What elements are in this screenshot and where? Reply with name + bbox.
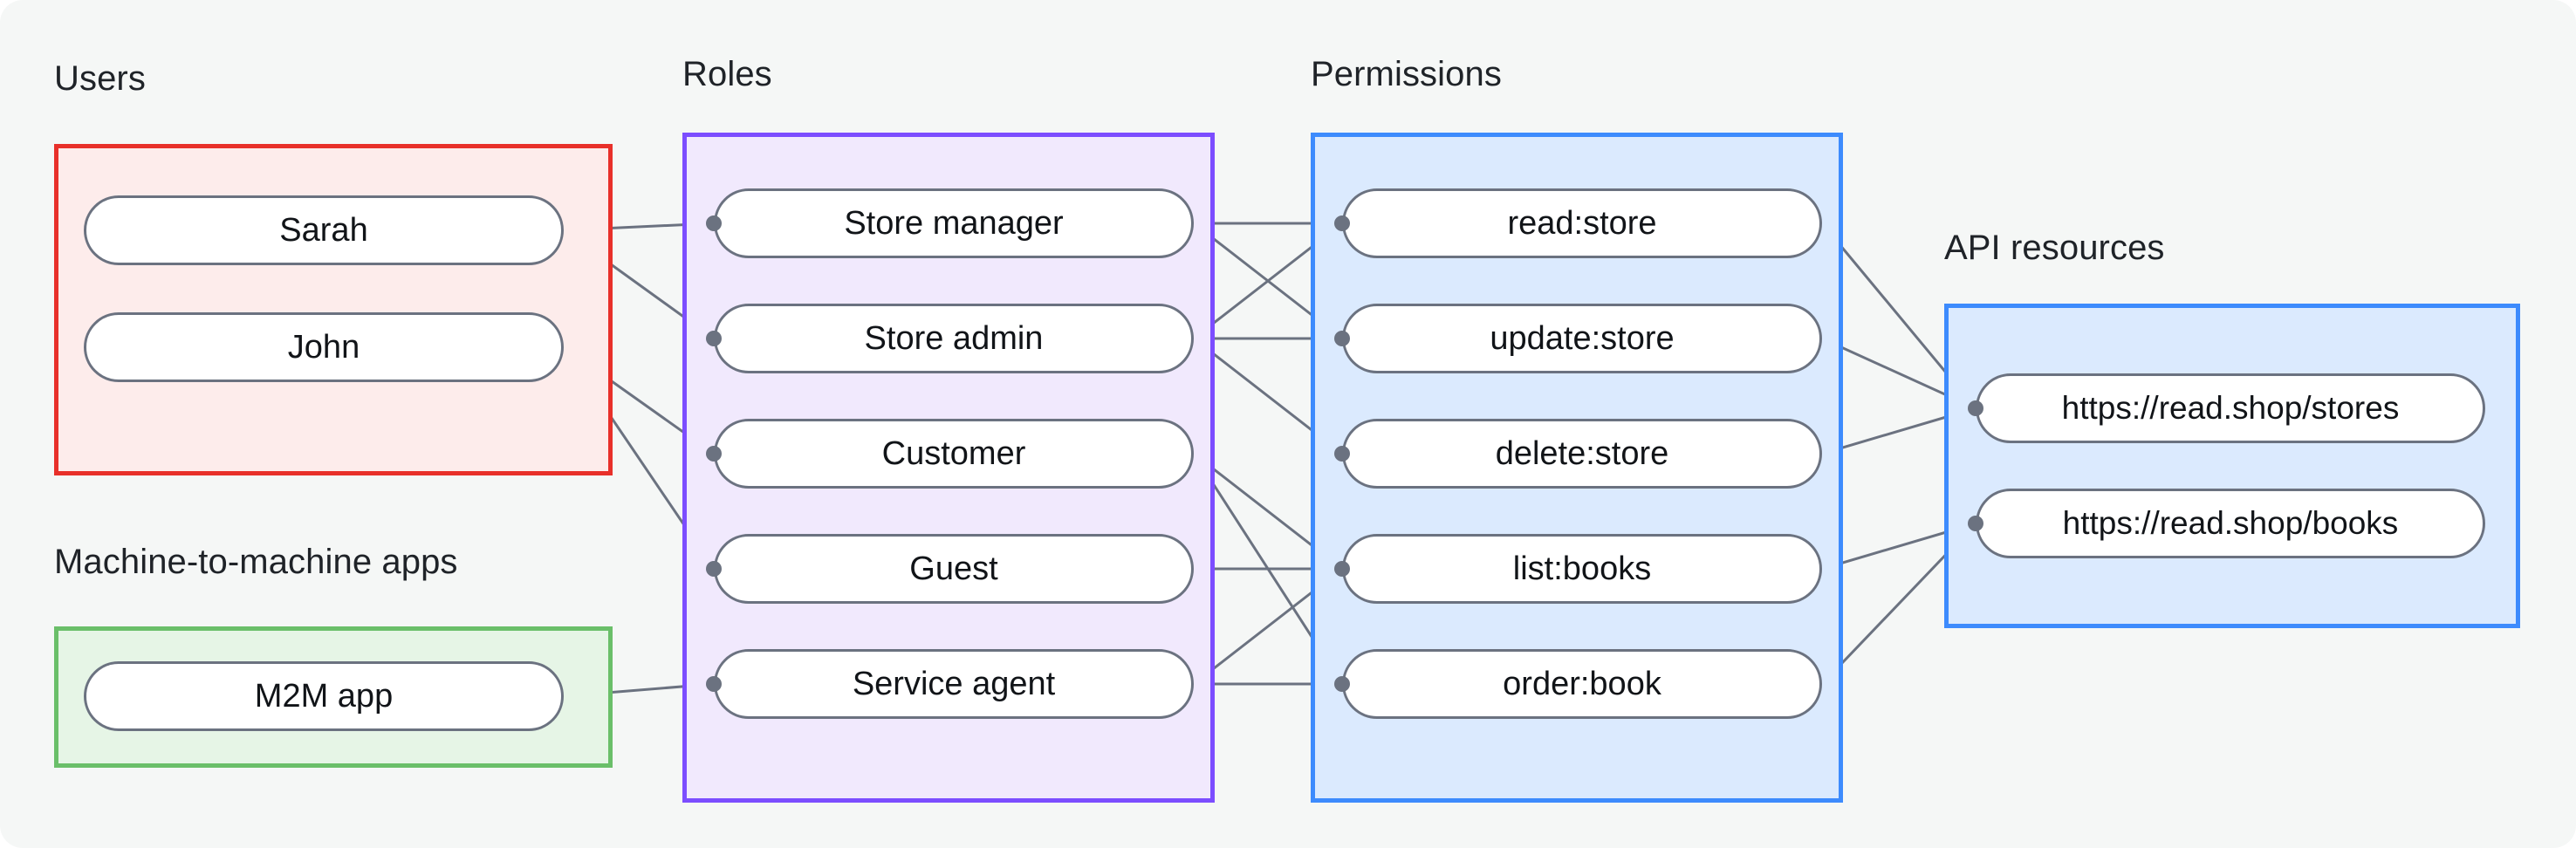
port-dot-customer — [706, 446, 722, 462]
node-delete-store[interactable]: delete:store — [1342, 419, 1822, 489]
port-dot-store-manager — [706, 215, 722, 231]
port-dot-guest — [706, 561, 722, 577]
group-title-m2m: Machine-to-machine apps — [54, 543, 458, 581]
node-guest[interactable]: Guest — [714, 534, 1194, 604]
port-dot-list-books — [1334, 561, 1350, 577]
node-customer[interactable]: Customer — [714, 419, 1194, 489]
node-update-store[interactable]: update:store — [1342, 304, 1822, 373]
node-read-store[interactable]: read:store — [1342, 188, 1822, 258]
group-box-api — [1944, 304, 2520, 628]
node-list-books[interactable]: list:books — [1342, 534, 1822, 604]
group-title-roles: Roles — [682, 55, 772, 93]
node-sarah[interactable]: Sarah — [84, 195, 564, 265]
group-title-users: Users — [54, 59, 146, 98]
port-dot-service-agent — [706, 676, 722, 692]
node-store-admin[interactable]: Store admin — [714, 304, 1194, 373]
port-dot-read-store — [1334, 215, 1350, 231]
port-dot-order-book — [1334, 676, 1350, 692]
group-title-api: API resources — [1944, 229, 2165, 267]
node-order-book[interactable]: order:book — [1342, 649, 1822, 719]
node-service-agent[interactable]: Service agent — [714, 649, 1194, 719]
node-res-books[interactable]: https://read.shop/books — [1976, 489, 2485, 558]
node-john[interactable]: John — [84, 312, 564, 382]
node-store-manager[interactable]: Store manager — [714, 188, 1194, 258]
port-dot-res-stores — [1968, 400, 1983, 416]
node-m2m-app[interactable]: M2M app — [84, 661, 564, 731]
port-dot-store-admin — [706, 331, 722, 346]
group-box-users — [54, 144, 613, 475]
group-title-permissions: Permissions — [1311, 55, 1502, 93]
port-dot-delete-store — [1334, 446, 1350, 462]
port-dot-update-store — [1334, 331, 1350, 346]
node-res-stores[interactable]: https://read.shop/stores — [1976, 373, 2485, 443]
port-dot-res-books — [1968, 516, 1983, 531]
